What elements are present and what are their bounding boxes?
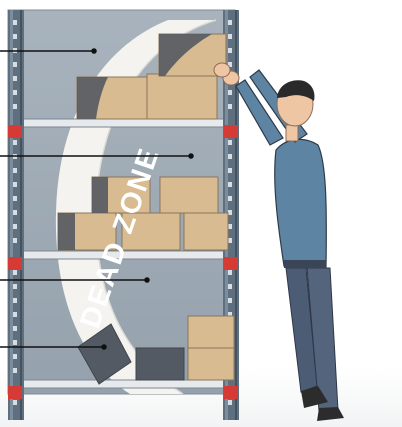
right-connector-bottom — [224, 386, 238, 399]
worker-figure — [213, 62, 344, 421]
right-connector-top — [224, 125, 238, 138]
left-connector-top — [8, 125, 22, 138]
worker-belt — [284, 260, 326, 268]
left-connector-bottom — [8, 386, 22, 399]
right-connector-middle — [224, 257, 238, 270]
worker-back-shoe — [301, 386, 328, 408]
boxes-middle-shelf — [57, 176, 229, 251]
worker-hand-left — [213, 62, 231, 78]
worker-neck — [285, 124, 299, 142]
boxes-top-shelf — [76, 33, 227, 120]
left-connector-middle — [8, 257, 22, 270]
worker-shirt — [274, 138, 327, 268]
boxes-bottom-shelf — [77, 315, 235, 385]
worker-front-shoe — [317, 407, 344, 421]
worker-right-arm — [235, 79, 284, 146]
callout-lines — [0, 48, 194, 350]
left-upright — [8, 10, 24, 420]
worker-hair — [277, 80, 315, 101]
